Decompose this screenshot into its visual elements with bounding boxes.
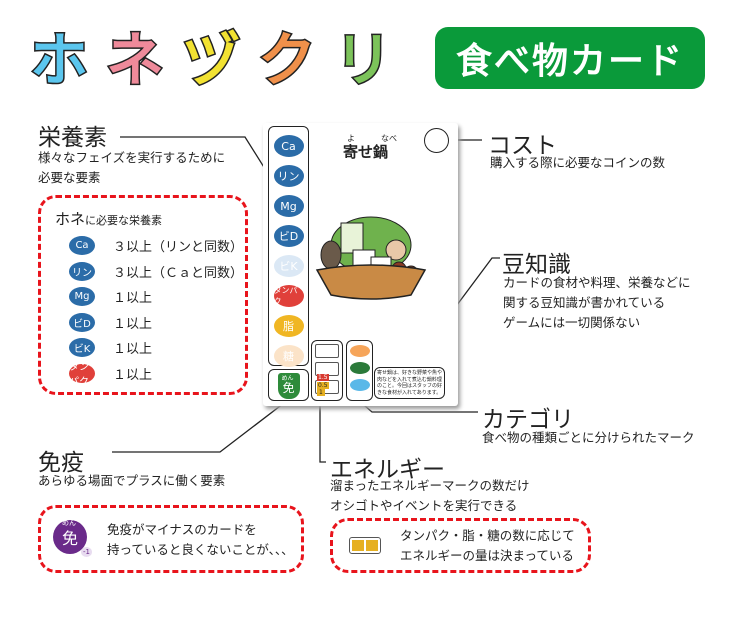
note-line: エネルギーの量は決まっている (400, 548, 574, 563)
energy-value: 0.5 (317, 382, 329, 389)
requirements-title: ホネに必要な栄養素 (55, 208, 245, 229)
minus-immunity-icon: めん免-1 (53, 519, 92, 557)
food-card: Ca リン Mg ビD ビK タンパク脂糖 よ なべ 寄せ鍋 4 めん免 1.5 0.5 1… (263, 123, 458, 406)
energy-battery (315, 344, 339, 358)
requirement-row: ビD １以上 (41, 310, 245, 336)
ruby: よ (347, 134, 355, 143)
fish-category-icon (349, 379, 370, 391)
nutrient-icon: Mg (273, 195, 304, 217)
requirement-text: １以上 (113, 367, 153, 383)
nutrient-icon: リン (69, 261, 95, 281)
desc-line: オシゴトやイベントを実行できる (330, 498, 518, 513)
nutrient-icon: Ca (273, 135, 304, 157)
logo-char: リ (333, 25, 394, 96)
requirement-row: ビK １以上 (41, 335, 245, 361)
card-trivia: 寄せ鍋は、好きな野菜や魚や肉などを入れて煮込む鍋料理のこと。今回はスタッフの好き… (374, 367, 445, 399)
nutrient-icon: ビK (69, 338, 95, 358)
immunity-box: めん免 (268, 369, 309, 401)
ruby: めん (62, 519, 76, 527)
energy-box: 1.5 0.5 1 (311, 340, 343, 401)
nutrients-heading: 栄養素 (38, 125, 107, 151)
category-desc: 食べ物の種類ごとに分けられたマーク (482, 430, 695, 445)
desc-line: カードの食材や料理、栄養などに (503, 275, 691, 290)
requirement-row: Ca ３以上（リンと同数） (41, 233, 245, 259)
category-heading: カテゴリ (482, 407, 574, 433)
nutrient-icon: Mg (69, 287, 95, 307)
desc-line: 必要な要素 (38, 170, 101, 185)
desc-line: ゲームには一切関係ない (503, 315, 641, 330)
card-ruby: よ なべ (347, 133, 397, 144)
requirement-text: ３以上（リンと同数） (113, 240, 244, 256)
requirement-row: タンパク １以上 (41, 361, 245, 388)
nutrient-icon: タンパク (69, 362, 95, 388)
nutrient-icon: ビD (273, 225, 304, 247)
food-card-badge: 食べ物カード (435, 27, 705, 89)
game-logo: ホ ネ ヅ ク リ (28, 22, 394, 98)
desc-line: 様々なフェイズを実行するために (38, 150, 226, 165)
requirement-text: ３以上（Ｃａと同数） (113, 265, 244, 281)
nutrient-icon: Ca (69, 236, 95, 256)
energy-value: 1 (317, 389, 325, 396)
minus-value: -1 (81, 547, 92, 557)
title-main: ホネ (55, 210, 86, 228)
cost-circle: 4 (424, 128, 449, 153)
immunity-note-box: めん免-1 免疫がマイナスのカードを持っていると良くないことが、、、 (38, 505, 304, 573)
note-line: 持っていると良くないことが、、、 (107, 542, 294, 557)
nutrient-icon: タンパク (273, 285, 304, 307)
note-line: タンパク・脂・糖の数に応じて (400, 528, 575, 543)
energy-heading: エネルギー (330, 457, 445, 483)
nutrient-icon: ビK (273, 255, 304, 277)
immunity-note: 免疫がマイナスのカードを持っていると良くないことが、、、 (107, 520, 294, 560)
yosenabe-illustration (315, 216, 427, 300)
ruby: めん (281, 375, 294, 382)
logo-char: ヅ (181, 25, 242, 96)
cost-heading: コスト (488, 133, 557, 159)
immunity-icon: めん免 (277, 373, 300, 399)
nutrient-icon: 糖 (273, 345, 304, 367)
title-sub: に必要な栄養素 (85, 214, 163, 227)
card-name: 寄せ鍋 (343, 143, 389, 161)
immunity-label: 免 (282, 381, 295, 395)
trivia-desc: カードの食材や料理、栄養などに関する豆知識が書かれているゲームには一切関係ない (503, 273, 691, 333)
cost-desc: 購入する際に必要なコインの数 (490, 155, 666, 170)
nutrient-icon: 脂 (273, 315, 304, 337)
immunity-heading: 免疫 (38, 450, 84, 476)
requirement-row: Mg １以上 (41, 284, 245, 310)
category-box (346, 340, 373, 401)
nutrients-desc: 様々なフェイズを実行するために必要な要素 (38, 148, 225, 188)
ruby: なべ (381, 134, 397, 143)
vegetable-category-icon (349, 362, 370, 374)
requirement-text: １以上 (113, 291, 153, 307)
nutrient-icon: リン (273, 165, 304, 187)
trivia-heading: 豆知識 (502, 252, 571, 278)
desc-line: 関する豆知識が書かれている (503, 295, 666, 310)
desc-line: 溜まったエネルギーマークの数だけ (330, 478, 530, 493)
energy-value: 1.5 (317, 374, 329, 381)
requirement-row: リン ３以上（Ｃａと同数） (41, 259, 245, 285)
grain-category-icon (349, 345, 370, 357)
logo-char: ク (257, 25, 318, 96)
nutrient-icon: ビD (69, 312, 95, 332)
nutrient-column: Ca リン Mg ビD ビK タンパク脂糖 (268, 126, 309, 367)
icon-label: 免 (61, 529, 78, 548)
requirement-text: １以上 (113, 342, 153, 358)
requirement-text: １以上 (113, 316, 153, 332)
note-line: 免疫がマイナスのカードを (107, 522, 257, 537)
logo-char: ホ (28, 25, 89, 96)
energy-note: タンパク・脂・糖の数に応じてエネルギーの量は決まっている (400, 526, 575, 566)
battery-icon (349, 537, 381, 554)
immunity-desc: あらゆる場面でプラスに働く要素 (38, 473, 226, 488)
logo-char: ネ (105, 25, 166, 96)
energy-note-box: タンパク・脂・糖の数に応じてエネルギーの量は決まっている (330, 518, 591, 573)
energy-desc: 溜まったエネルギーマークの数だけオシゴトやイベントを実行できる (330, 476, 530, 516)
